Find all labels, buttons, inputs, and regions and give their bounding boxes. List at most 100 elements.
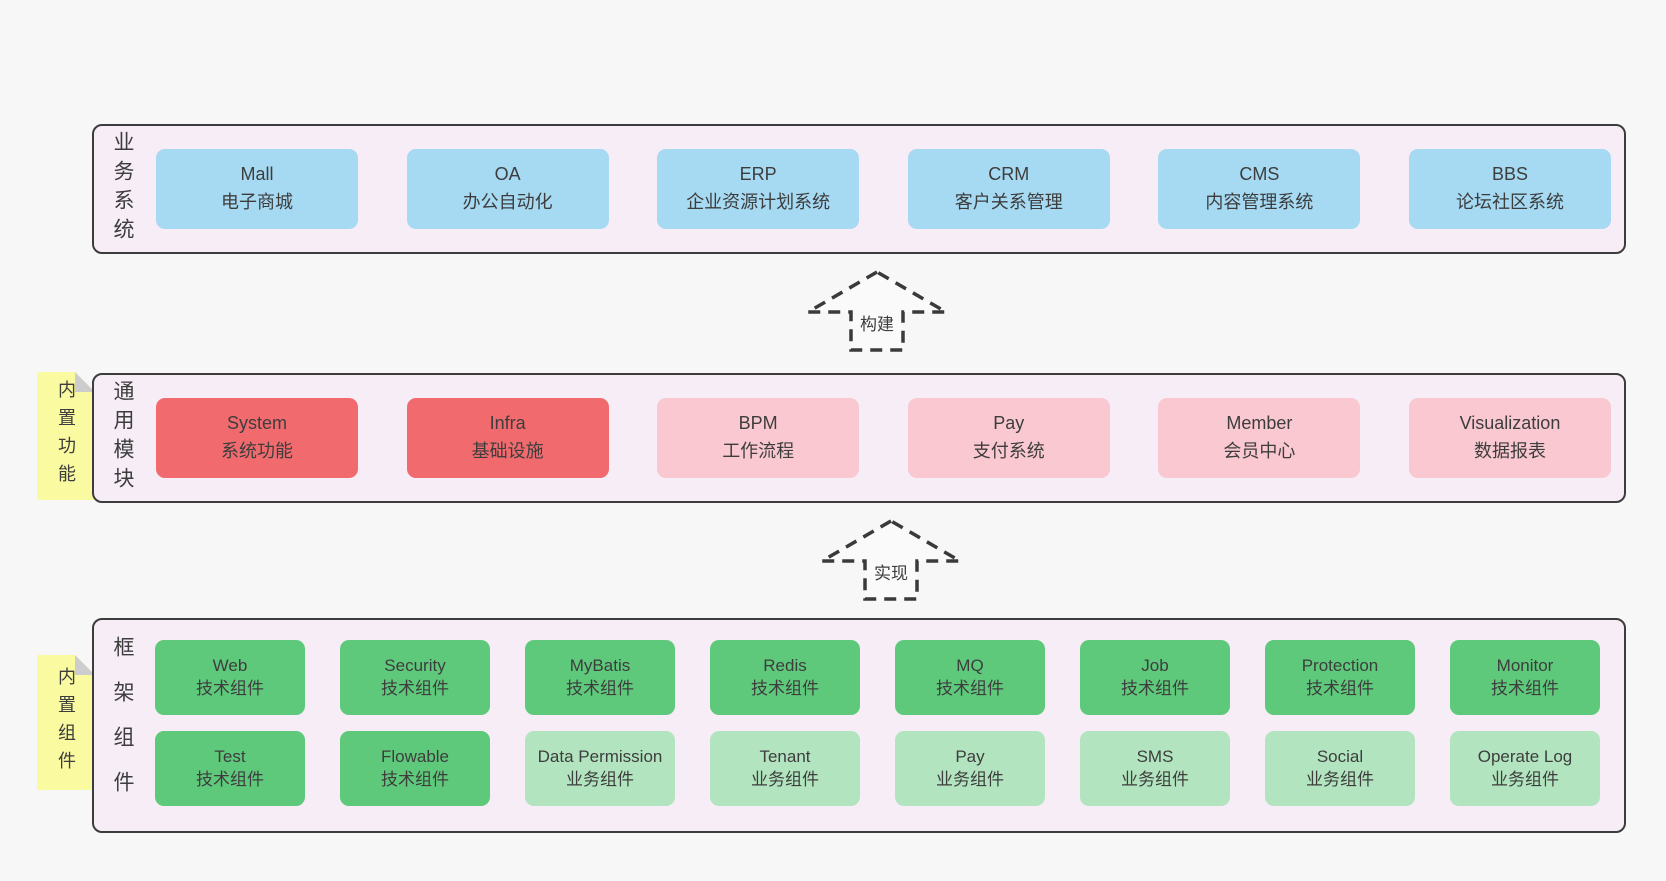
business-box-row: Mall 电子商城 OA 办公自动化 ERP 企业资源计划系统 CRM 客户关系… <box>156 126 1611 252</box>
box-subtitle: 技术组件 <box>381 769 449 789</box>
component-row-business: Test 技术组件 Flowable 技术组件 Data Permission … <box>155 731 1600 806</box>
layer-framework-components: 框架组件 Web 技术组件 Security 技术组件 MyBatis 技术组件… <box>92 618 1626 833</box>
box-title: Tenant <box>759 747 811 767</box>
component-box-sms: SMS 业务组件 <box>1080 731 1230 806</box>
component-box-flowable: Flowable 技术组件 <box>340 731 490 806</box>
component-box-pay: Pay 业务组件 <box>895 731 1045 806</box>
box-subtitle: 业务组件 <box>566 769 634 789</box>
box-subtitle: 会员中心 <box>1223 441 1296 461</box>
module-box-system: System 系统功能 <box>156 398 358 478</box>
box-subtitle: 企业资源计划系统 <box>686 192 831 212</box>
layer-label: 业务系统 <box>111 131 134 247</box>
module-box-visualization: Visualization 数据报表 <box>1408 398 1611 478</box>
box-title: Pay <box>993 413 1025 434</box>
box-title: Mall <box>240 164 274 185</box>
box-title: MQ <box>956 656 984 676</box>
box-subtitle: 技术组件 <box>381 678 449 698</box>
box-subtitle: 技术组件 <box>1121 678 1189 698</box>
module-box-member: Member 会员中心 <box>1158 398 1361 478</box>
box-subtitle: 论坛社区系统 <box>1455 192 1564 212</box>
component-box-redis: Redis 技术组件 <box>710 640 860 715</box>
box-title: CMS <box>1239 164 1280 185</box>
sticky-note-builtin-components: 内置组件 <box>37 655 95 790</box>
module-box-pay: Pay 支付系统 <box>907 398 1110 478</box>
sticky-note-label: 内置功能 <box>56 380 76 492</box>
box-title: Flowable <box>380 747 450 767</box>
up-arrow-build-icon: 构建 <box>802 268 952 354</box>
component-box-grid: Web 技术组件 Security 技术组件 MyBatis 技术组件 Redi… <box>155 640 1600 806</box>
box-title: OA <box>494 164 521 185</box>
component-box-web: Web 技术组件 <box>155 640 305 715</box>
box-title: System <box>226 413 287 434</box>
component-row-tech: Web 技术组件 Security 技术组件 MyBatis 技术组件 Redi… <box>155 640 1600 715</box>
box-title: Member <box>1226 413 1293 434</box>
box-subtitle: 业务组件 <box>1306 769 1374 789</box>
box-title: Monitor <box>1496 656 1554 676</box>
box-title: ERP <box>739 164 777 185</box>
box-title: BPM <box>738 413 778 434</box>
box-subtitle: 技术组件 <box>196 769 264 789</box>
box-title: Social <box>1316 747 1364 767</box>
box-subtitle: 内容管理系统 <box>1205 192 1314 212</box>
up-arrow-implement-icon: 实现 <box>816 517 966 603</box>
box-title: MyBatis <box>569 656 631 676</box>
component-box-monitor: Monitor 技术组件 <box>1450 640 1600 715</box>
box-subtitle: 技术组件 <box>1491 678 1559 698</box>
box-title: Operate Log <box>1477 747 1573 767</box>
box-subtitle: 业务组件 <box>936 769 1004 789</box>
box-title: Infra <box>489 413 526 434</box>
component-box-data-permission: Data Permission 业务组件 <box>525 731 675 806</box>
box-subtitle: 业务组件 <box>1121 769 1189 789</box>
component-box-test: Test 技术组件 <box>155 731 305 806</box>
system-box-bbs: BBS 论坛社区系统 <box>1408 149 1611 229</box>
component-box-tenant: Tenant 业务组件 <box>710 731 860 806</box>
box-title: Protection <box>1301 656 1379 676</box>
component-box-protection: Protection 技术组件 <box>1265 640 1415 715</box>
box-title: Web <box>212 656 248 676</box>
system-box-crm: CRM 客户关系管理 <box>907 149 1110 229</box>
sticky-note-label: 内置组件 <box>56 666 76 779</box>
layer-business-systems: 业务系统 Mall 电子商城 OA 办公自动化 ERP 企业资源计划系统 CRM… <box>92 124 1626 254</box>
system-box-oa: OA 办公自动化 <box>406 149 609 229</box>
system-box-erp: ERP 企业资源计划系统 <box>657 149 860 229</box>
box-subtitle: 业务组件 <box>1491 769 1559 789</box>
box-subtitle: 系统功能 <box>221 441 293 461</box>
box-subtitle: 技术组件 <box>566 678 634 698</box>
component-box-job: Job 技术组件 <box>1080 640 1230 715</box>
component-box-mybatis: MyBatis 技术组件 <box>525 640 675 715</box>
component-box-security: Security 技术组件 <box>340 640 490 715</box>
box-title: Job <box>1141 656 1169 676</box>
arrow-label: 实现 <box>871 559 911 584</box>
component-box-operate-log: Operate Log 业务组件 <box>1450 731 1600 806</box>
box-title: Pay <box>955 747 985 767</box>
layer-label: 通用模块 <box>111 380 134 496</box>
module-box-row: System 系统功能 Infra 基础设施 BPM 工作流程 Pay 支付系统… <box>156 375 1611 501</box>
box-title: Test <box>214 747 246 767</box>
box-subtitle: 技术组件 <box>936 678 1004 698</box>
box-subtitle: 办公自动化 <box>462 192 553 212</box>
box-title: Redis <box>763 656 807 676</box>
box-subtitle: 技术组件 <box>1306 678 1374 698</box>
module-box-bpm: BPM 工作流程 <box>657 398 860 478</box>
box-subtitle: 技术组件 <box>751 678 819 698</box>
box-subtitle: 支付系统 <box>972 441 1045 461</box>
module-box-infra: Infra 基础设施 <box>406 398 609 478</box>
component-box-mq: MQ 技术组件 <box>895 640 1045 715</box>
component-box-social: Social 业务组件 <box>1265 731 1415 806</box>
box-title: Visualization <box>1459 413 1561 434</box>
layer-common-modules: 通用模块 System 系统功能 Infra 基础设施 BPM 工作流程 Pay… <box>92 373 1626 503</box>
box-subtitle: 电子商城 <box>221 192 293 212</box>
box-subtitle: 基础设施 <box>471 441 544 461</box>
box-subtitle: 客户关系管理 <box>954 192 1063 212</box>
layer-label: 框架组件 <box>111 635 134 816</box>
box-subtitle: 数据报表 <box>1473 441 1546 461</box>
box-title: BBS <box>1491 164 1528 185</box>
sticky-note-builtin-features: 内置功能 <box>37 372 95 500</box>
box-title: SMS <box>1136 747 1174 767</box>
box-subtitle: 工作流程 <box>722 441 795 461</box>
system-box-cms: CMS 内容管理系统 <box>1158 149 1361 229</box>
box-title: Security <box>384 656 446 676</box>
arrow-label: 构建 <box>857 310 897 335</box>
box-title: Data Permission <box>537 747 663 767</box>
